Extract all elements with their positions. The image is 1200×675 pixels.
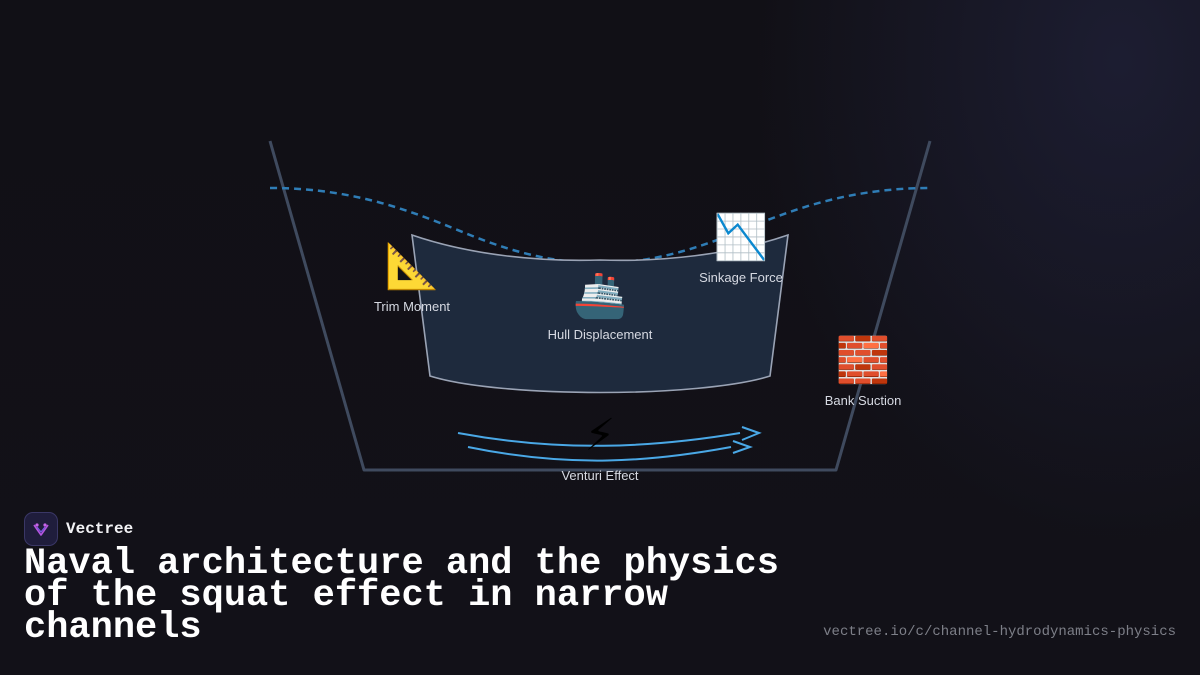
venturi-effect-label: Venturi Effect [561,468,639,483]
triangular-ruler-icon: 📐 [384,241,440,292]
flow-line-upper [457,432,741,447]
lightning-icon: ⚡ [584,410,616,461]
sinkage-force-label: Sinkage Force [699,270,783,285]
flow-arrow-upper [741,426,762,441]
ship-hull-shape [411,233,789,394]
chart-decreasing-icon: 📉 [713,212,769,263]
bank-suction-label: Bank Suction [824,393,902,408]
source-url: vectree.io/c/channel-hydrodynamics-physi… [823,624,1176,640]
ship-icon: 🚢 [572,270,628,321]
brand: Vectree [24,512,133,546]
water-surface-line [269,186,931,265]
brick-wall-icon: 🧱 [835,335,891,386]
brand-name: Vectree [66,520,134,538]
hull-displacement-label: Hull Displacement [547,327,653,342]
page-title: Naval architecture and the physics of th… [24,543,779,649]
vectree-logo-icon [24,512,58,546]
flow-arrow-lower [732,440,754,454]
channel-outline [268,140,932,472]
flow-line-lower [467,446,732,462]
trim-moment-label: Trim Moment [373,299,451,314]
